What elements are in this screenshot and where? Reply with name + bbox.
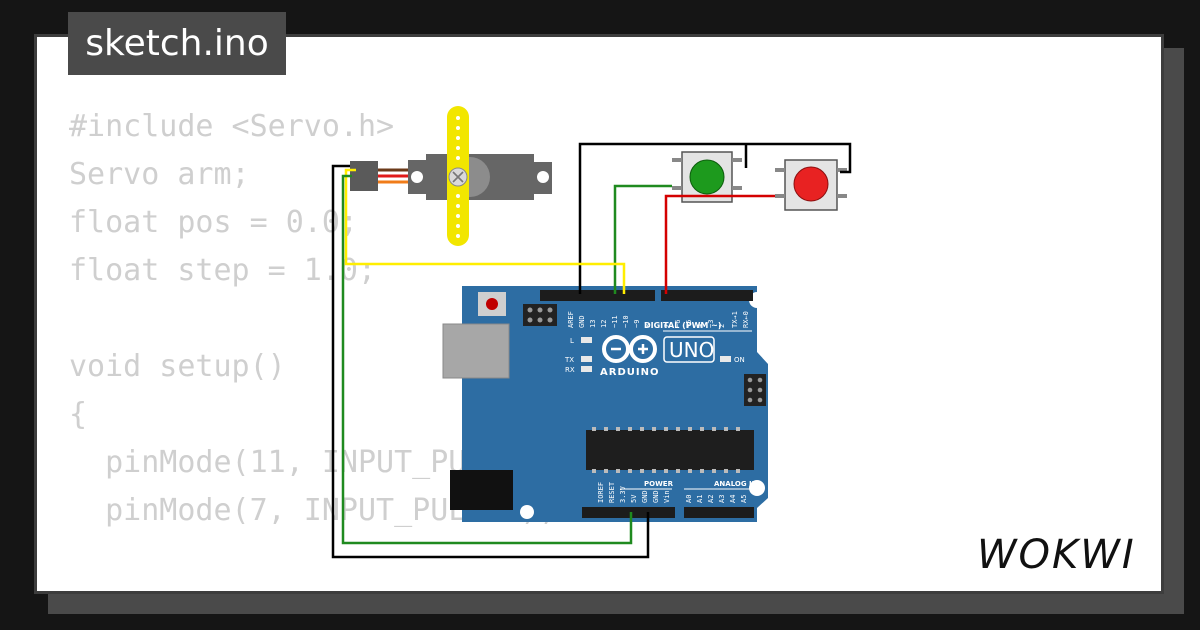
servo-mount-hole <box>411 171 423 183</box>
pin-label: IOREF <box>597 482 605 503</box>
on-label: ON <box>734 356 745 364</box>
l-led <box>581 337 592 343</box>
pin-label: 4 <box>696 324 704 328</box>
pin-label: Vin <box>663 490 671 503</box>
pin-label: ~11 <box>611 315 619 328</box>
uno-label: UNO <box>669 338 714 362</box>
analog-pin-labels: A0 A1 A2 A3 A4 A5 <box>685 495 748 503</box>
wires <box>331 142 852 559</box>
chip-pins <box>592 427 740 473</box>
analog-label: ANALOG IN <box>714 480 758 488</box>
button-leg <box>837 194 847 198</box>
power-analog-header <box>582 507 754 518</box>
pin-label: 8 <box>644 324 652 328</box>
pin-label: ~3 <box>707 320 715 328</box>
wire-servo-signal <box>344 168 626 294</box>
power-pin-labels: IOREF RESET 3.3V 5V GND GND Vin <box>597 481 671 503</box>
pin-label: A1 <box>696 495 704 503</box>
pin-label: A0 <box>685 495 693 503</box>
pin-label: 5V <box>630 494 638 503</box>
servo-connector <box>350 161 378 191</box>
pin-label: A2 <box>707 495 715 503</box>
pin-label: AREF <box>567 311 575 328</box>
code-line: #include <Servo.h> <box>69 109 395 144</box>
rx-led <box>581 366 592 372</box>
code-line: void setup() <box>69 349 286 384</box>
icsp2-header <box>744 374 766 406</box>
pin-label: GND <box>578 315 586 328</box>
digital-header-label: DIGITAL (PWM ~) <box>644 321 722 330</box>
red-button-cap[interactable] <box>793 166 829 202</box>
pin-label: RX←0 <box>742 311 750 328</box>
horn-holes <box>456 116 460 238</box>
button-leg <box>732 186 742 190</box>
tx-label: TX <box>564 356 574 364</box>
button-leg <box>775 194 785 198</box>
code-line: float step = 1.0; <box>69 253 377 288</box>
pin-label: 13 <box>589 320 597 328</box>
tx-led <box>581 356 592 362</box>
on-led <box>720 356 731 362</box>
pin-label: GND <box>652 490 660 503</box>
red-pushbutton[interactable] <box>775 159 847 211</box>
pin-label: GND <box>641 490 649 503</box>
wire-gnd-buttons <box>578 142 852 294</box>
pin-label: ~10 <box>622 315 630 328</box>
arduino-uno-board[interactable]: AREF GND 13 12 ~11 ~10 ~9 8 7 ~6 ~5 4 ~3… <box>442 286 768 522</box>
pin-label: ~9 <box>633 320 641 328</box>
digital-header <box>540 290 753 301</box>
pin-label: TX→1 <box>731 311 739 328</box>
icsp-header <box>523 304 557 326</box>
wire-pin11-green-button <box>613 184 672 294</box>
green-pushbutton[interactable] <box>672 151 742 203</box>
code-editor: #include <Servo.h>Servo arm;float pos = … <box>69 103 575 591</box>
button-leg <box>672 186 682 190</box>
file-tab[interactable]: sketch.ino <box>68 12 286 75</box>
pin-label: 3.3V <box>619 485 627 503</box>
atmega-chip <box>586 430 754 470</box>
power-label: POWER <box>644 480 674 488</box>
button-leg <box>672 158 682 162</box>
button-leg <box>837 168 847 172</box>
pin-label: A5 <box>740 495 748 503</box>
code-line: { <box>69 397 88 432</box>
pin-label: 12 <box>600 320 608 328</box>
mount-hole <box>749 480 765 496</box>
l-label: L <box>570 337 574 345</box>
arduino-label: ARDUINO <box>600 367 659 378</box>
green-button-cap[interactable] <box>689 159 725 195</box>
pin-label: A4 <box>729 495 737 503</box>
code-line: Servo arm; <box>69 157 250 192</box>
pin-label: ~5 <box>685 320 693 328</box>
pin-label: 2 <box>718 324 726 328</box>
wire-pin7-red-button <box>664 194 775 294</box>
wokwi-logo-text: WOKWI <box>977 532 1136 578</box>
button-leg <box>732 158 742 162</box>
pin-label: RESET <box>608 481 616 503</box>
usb-connector <box>442 323 510 379</box>
mount-hole <box>520 505 534 519</box>
servo-motor[interactable] <box>350 106 552 246</box>
power-jack <box>450 470 513 510</box>
screw-slot <box>452 171 464 183</box>
button-leg <box>775 168 785 172</box>
digital-pin-labels: AREF GND 13 12 ~11 ~10 ~9 8 7 ~6 ~5 4 ~3… <box>567 311 750 328</box>
wire-servo-gnd <box>331 164 650 559</box>
wokwi-logo: WOKWI <box>977 532 1136 578</box>
arduino-logo <box>602 335 657 363</box>
rx-label: RX <box>565 366 575 374</box>
code-line: arm.attach(10); <box>69 583 575 591</box>
uno-badge <box>663 336 715 363</box>
reset-button-cap <box>486 298 498 310</box>
wire-servo-5v <box>341 174 633 545</box>
pin-label: 7 <box>663 324 671 328</box>
pin-label: ~6 <box>674 320 682 328</box>
pin-label: A3 <box>718 495 726 503</box>
servo-mount-hole <box>537 171 549 183</box>
